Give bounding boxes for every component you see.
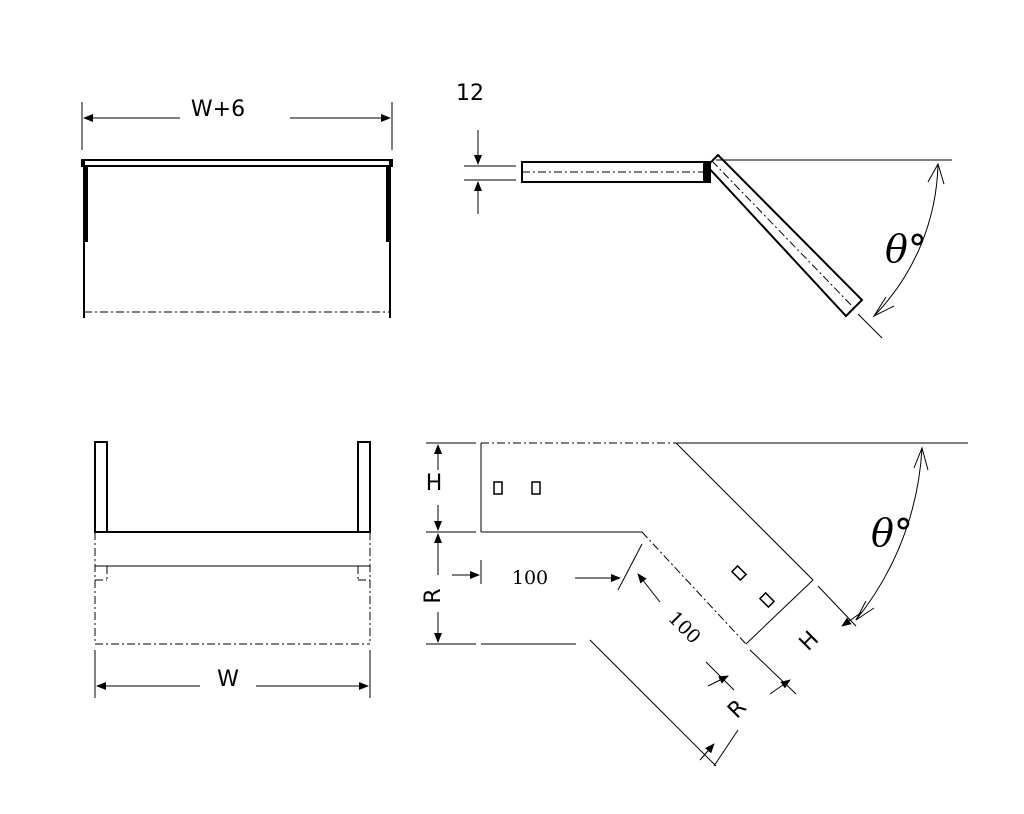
hd-arrow-inner bbox=[769, 679, 791, 695]
joint-block bbox=[703, 162, 711, 182]
rd-arrow-bottom bbox=[699, 743, 715, 761]
bolt-hole-2 bbox=[531, 481, 541, 495]
len2-arrow bbox=[637, 573, 661, 603]
bolt-hole-1 bbox=[493, 481, 503, 495]
plan-radius-line bbox=[589, 639, 717, 767]
front-view-cover: W+6 bbox=[81, 97, 393, 318]
angle-arc-bottom-arrow-end bbox=[855, 600, 875, 621]
channel-right-wall bbox=[357, 441, 371, 533]
hd-ext-inner bbox=[749, 649, 797, 695]
rd-arrow-top bbox=[707, 675, 729, 687]
angle-label-bottom: θ° bbox=[871, 511, 913, 555]
angle-arc-bottom bbox=[855, 447, 923, 621]
dim-label-radius-left: R bbox=[421, 588, 446, 603]
dim-label-height-left: H bbox=[426, 471, 443, 496]
angle-extension-line bbox=[857, 313, 883, 339]
dim-label-top-width: W+6 bbox=[191, 97, 245, 122]
dim-label-thickness: 12 bbox=[456, 81, 484, 106]
angle-arc-arrow-top bbox=[927, 162, 945, 185]
angle-arc-top bbox=[875, 163, 939, 315]
plan-inner-diagonal-hidden bbox=[641, 531, 747, 645]
angle-arc-arrow-bottom bbox=[872, 296, 895, 318]
angle-label-top: θ° bbox=[885, 227, 927, 271]
rd-dim-line bbox=[713, 729, 739, 767]
angled-section bbox=[705, 153, 864, 318]
len2-ext bbox=[617, 543, 643, 591]
angled-section-centerline bbox=[711, 160, 855, 309]
cover-top-edge bbox=[81, 159, 393, 167]
plan-end-edge bbox=[745, 579, 814, 645]
plan-outer-diagonal bbox=[675, 442, 814, 581]
cover-right-flange bbox=[386, 166, 390, 242]
bolt-hole-4 bbox=[758, 591, 776, 609]
cover-left-flange bbox=[84, 166, 88, 242]
angle-arc-bottom-arrow-top bbox=[913, 446, 929, 471]
dim-label-radius-diag: R bbox=[723, 695, 751, 723]
channel-left-wall bbox=[94, 441, 108, 533]
rd-ext bbox=[705, 661, 735, 691]
dim-label-straight-1: 100 bbox=[512, 567, 548, 589]
dim-label-straight-2: 100 bbox=[664, 607, 705, 648]
dim-label-height-diag: H bbox=[795, 627, 824, 656]
end-view-channel: W bbox=[94, 441, 371, 698]
dim-label-bottom-width: W bbox=[217, 667, 239, 692]
side-view-bend: 12 θ° bbox=[456, 81, 952, 339]
plan-view-bend: H R 100 100 H R θ° bbox=[421, 442, 968, 767]
bolt-hole-3 bbox=[730, 564, 748, 582]
